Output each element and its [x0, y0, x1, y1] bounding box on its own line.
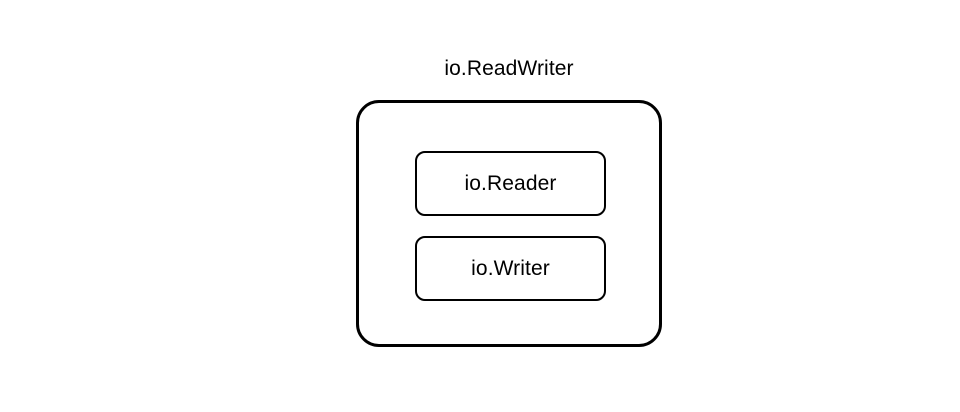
- page-title: io.ReadWriter: [444, 57, 574, 80]
- inner-box-io-writer: io.Writer: [415, 236, 606, 301]
- inner-box-io-reader-label: io.Reader: [464, 171, 557, 195]
- inner-box-stack: io.Reader io.Writer: [415, 151, 606, 301]
- inner-box-io-writer-label: io.Writer: [471, 256, 550, 280]
- inner-box-io-reader: io.Reader: [415, 151, 606, 216]
- outer-container-io-readwriter: io.Reader io.Writer: [356, 100, 662, 347]
